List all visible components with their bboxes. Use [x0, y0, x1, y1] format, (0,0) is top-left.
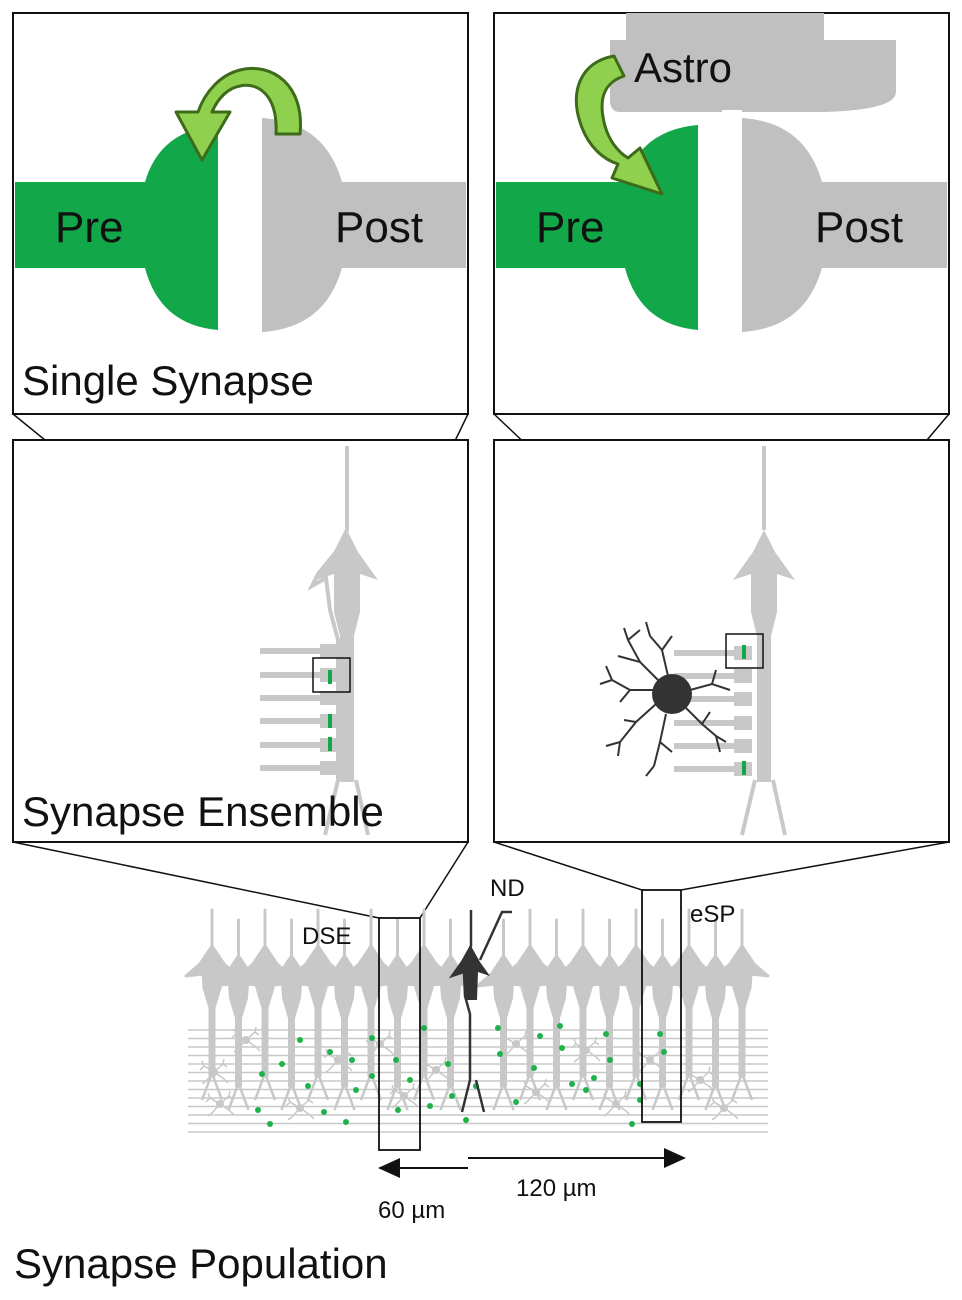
active-synapse-dot: [495, 1025, 501, 1031]
single-synapse-caption: Single Synapse: [22, 357, 314, 404]
active-synapse-dot: [591, 1075, 597, 1081]
active-synapse-dot: [421, 1025, 427, 1031]
panel-tripartite-synapse: Astro Pre Post: [493, 12, 950, 415]
active-synapse-dot: [531, 1065, 537, 1071]
astro-label: Astro: [634, 44, 732, 91]
active-synapse-dot: [407, 1077, 413, 1083]
synapse-population-caption: Synapse Population: [14, 1240, 388, 1287]
active-synapse-dot: [513, 1099, 519, 1105]
active-synapse-dot: [327, 1049, 333, 1055]
esp-label: eSP: [690, 901, 735, 928]
active-synapse-dot: [343, 1119, 349, 1125]
active-synapse-dot: [559, 1045, 565, 1051]
presynaptic-axons: [674, 646, 752, 776]
active-synapse-dot: [353, 1087, 359, 1093]
active-synapse-dot: [255, 1107, 261, 1113]
presynaptic-terminal: [15, 125, 218, 330]
panel-single-synapse: Pre Post Single Synapse: [12, 12, 469, 415]
population-neuron: [396, 908, 452, 1102]
esp-region-box: [641, 889, 682, 1123]
recorded-neuron: [448, 910, 512, 1113]
active-synapse-dot: [305, 1083, 311, 1089]
active-synapse-dot: [267, 1121, 273, 1127]
zoom-box: [725, 633, 764, 669]
population-neuron: [714, 908, 770, 1102]
distance-60-label: 60 µm: [378, 1197, 445, 1224]
active-synapse-dot: [583, 1087, 589, 1093]
active-synapse-dot: [395, 1107, 401, 1113]
postsynaptic-terminal: [742, 118, 947, 332]
population-neuron: [502, 908, 558, 1102]
pyramidal-neuron: [733, 446, 795, 836]
zoom-lines-bottom: [12, 841, 950, 919]
population-neuron: [555, 908, 611, 1102]
astrocyte: [599, 621, 731, 777]
panel-astrocyte-ensemble: [493, 439, 950, 843]
active-synapse-dot: [297, 1037, 303, 1043]
dse-label: DSE: [302, 923, 351, 950]
active-synapse: [328, 714, 332, 728]
population-neuron: [237, 908, 293, 1102]
active-synapse: [328, 737, 332, 751]
active-synapse-dot: [445, 1061, 451, 1067]
active-synapse-dot: [463, 1117, 469, 1123]
zoom-box: [312, 657, 351, 693]
distance-120-label: 120 µm: [516, 1175, 597, 1202]
active-synapse-dot: [427, 1103, 433, 1109]
active-synapse-dot: [569, 1081, 575, 1087]
population-neuron: [343, 908, 399, 1102]
active-synapse-dot: [369, 1035, 375, 1041]
active-synapse-dot: [449, 1093, 455, 1099]
recording-electrode: [478, 910, 512, 961]
active-synapse-dot: [497, 1051, 503, 1057]
dse-region-box: [378, 917, 421, 1151]
active-synapse: [742, 645, 746, 659]
active-synapse-dot: [607, 1057, 613, 1063]
presynaptic-axons: [260, 644, 338, 775]
retrograde-arrow-icon: [174, 67, 302, 162]
post-label: Post: [815, 203, 903, 252]
synapse-population: DSE ND eSP 60 µm 120 µm Synapse Populati…: [14, 875, 770, 1287]
active-synapse-dot: [349, 1057, 355, 1063]
postsynaptic-terminal: [262, 118, 466, 332]
pyramidal-neuron: [307, 446, 378, 836]
active-synapse-dot: [603, 1031, 609, 1037]
pre-label: Pre: [536, 203, 604, 252]
gliotransmission-arrow-icon: [574, 54, 664, 196]
distance-arrow-left: [378, 1158, 468, 1178]
active-synapse-dot: [657, 1031, 663, 1037]
active-synapse-dot: [321, 1109, 327, 1115]
active-synapse: [328, 670, 332, 684]
pre-label: Pre: [55, 203, 123, 252]
active-synapse-dot: [393, 1057, 399, 1063]
active-synapse-dot: [557, 1023, 563, 1029]
active-synapse-dot: [537, 1033, 543, 1039]
distance-arrow-right: [468, 1148, 686, 1168]
active-synapse: [742, 761, 746, 775]
nd-label: ND: [490, 875, 525, 902]
active-synapse-dot: [661, 1049, 667, 1055]
active-synapse-dot: [369, 1073, 375, 1079]
population-neuron: [608, 908, 664, 1102]
astrocyte-process: [610, 13, 896, 112]
active-synapse-dot: [259, 1071, 265, 1077]
synapse-ensemble-caption: Synapse Ensemble: [22, 788, 384, 835]
active-synapse-dot: [629, 1121, 635, 1127]
post-label: Post: [335, 203, 423, 252]
active-synapse-dot: [279, 1061, 285, 1067]
panel-synapse-ensemble: Synapse Ensemble: [12, 439, 469, 843]
